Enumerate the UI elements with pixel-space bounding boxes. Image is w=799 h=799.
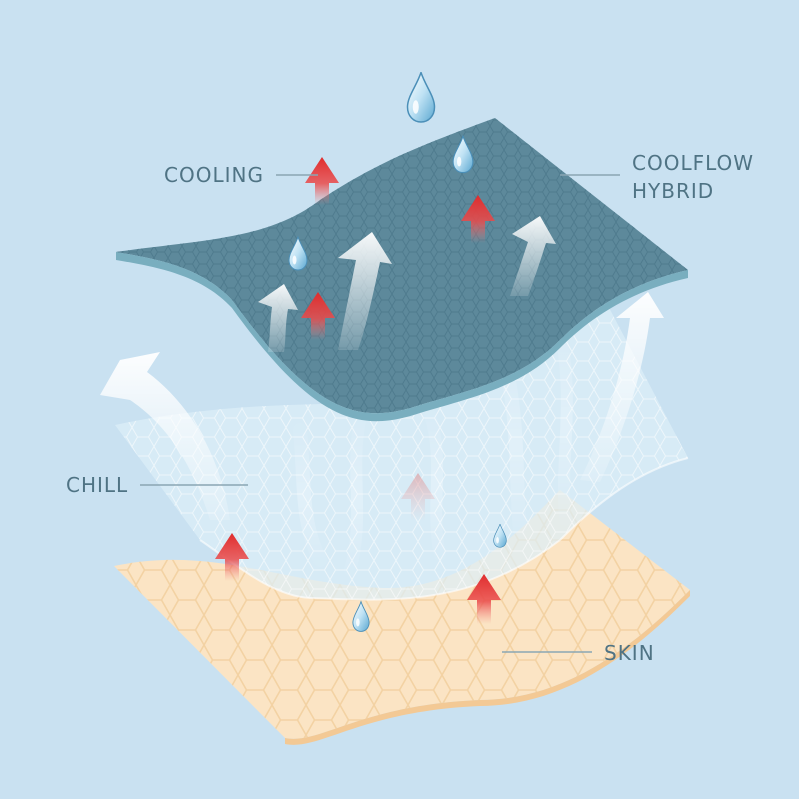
label-cooling: COOLING	[164, 163, 264, 187]
label-coolflow: COOLFLOW	[632, 151, 754, 175]
label-hybrid: HYBRID	[632, 179, 714, 203]
label-skin: SKIN	[604, 641, 655, 665]
chill-layer	[115, 300, 689, 601]
red-up-arrow-icon	[305, 157, 339, 205]
red-up-arrow-icon	[301, 292, 335, 340]
leader-lines	[140, 174, 620, 653]
right-curved-arrow-icon	[580, 292, 664, 482]
coolflow-hybrid-layer	[116, 118, 688, 422]
red-up-arrow-icon	[215, 533, 249, 581]
skin-layer	[114, 490, 690, 745]
red-up-arrow-icon	[461, 195, 495, 243]
white-up-arrows	[258, 216, 556, 352]
left-curved-arrow-icon	[100, 352, 230, 520]
water-droplet-icon	[406, 72, 436, 123]
white-curved-arrow-icon	[338, 232, 392, 350]
side-airflow-arrows	[100, 292, 664, 520]
label-chill: CHILL	[66, 473, 128, 497]
white-curved-arrow-icon	[510, 216, 556, 296]
red-up-arrow-icon	[467, 574, 501, 624]
labels: COOLING COOLFLOW HYBRID CHILL SKIN	[66, 151, 754, 665]
faint-up-arrow-icon	[401, 473, 435, 521]
white-curved-arrow-icon	[258, 284, 298, 352]
heat-arrows	[215, 157, 501, 624]
